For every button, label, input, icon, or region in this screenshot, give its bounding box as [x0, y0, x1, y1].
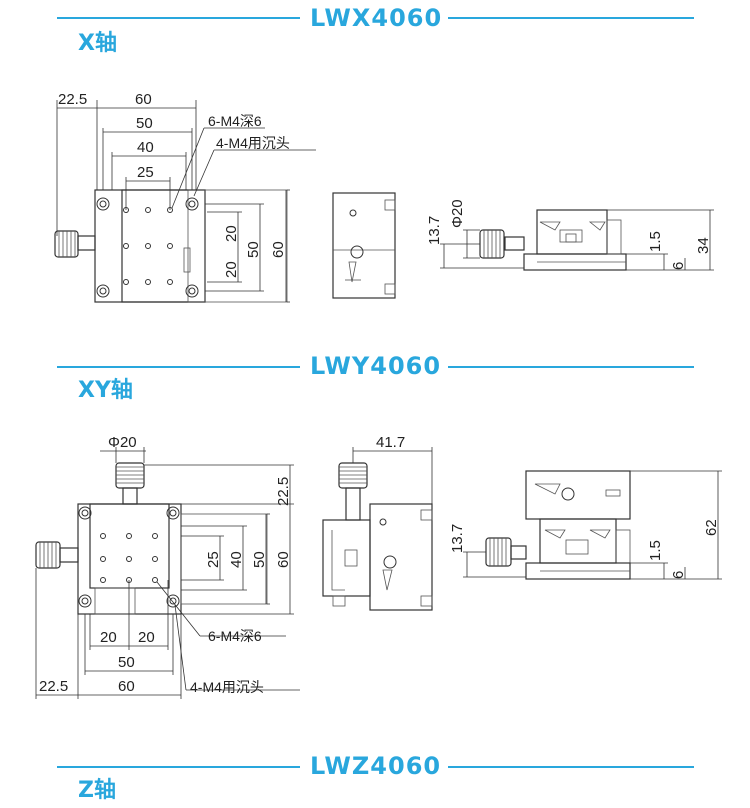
xy-side-view: 41.7 [322, 434, 433, 611]
section-rule-left-3 [57, 766, 300, 768]
x-side-view [332, 192, 396, 299]
section-rule-right-2 [448, 366, 694, 368]
xy-dim-60-side: 60 [275, 551, 292, 568]
xy-note-threaded-holes: 6-M4深6 [208, 628, 262, 644]
xy-dim-phi-20: Φ20 [108, 434, 137, 451]
xy-dim-20-right: 20 [138, 629, 155, 646]
xy-dim-1-5: 1.5 [647, 540, 664, 561]
x-dim-60-side: 60 [270, 241, 287, 258]
axis-label-1: X轴 [78, 31, 117, 56]
section-title-3: LWZ4060 [310, 752, 442, 780]
xy-front-view: 13.7 1.5 6 62 [449, 470, 722, 580]
xy-dim-22-5-top: 22.5 [275, 477, 292, 506]
x-top-view: 22.5 60 50 40 25 6-M4深6 4-M4用沉头 20 20 50… [54, 91, 316, 303]
section-rule-right-3 [448, 766, 694, 768]
x-dim-13-7: 13.7 [426, 216, 443, 245]
axis-label-2: XY轴 [78, 378, 133, 403]
xy-dim-41-7: 41.7 [376, 434, 405, 451]
x-dim-20-lower: 20 [223, 261, 240, 278]
x-dim-60: 60 [135, 91, 152, 108]
x-front-view: 13.7 Φ20 1.5 6 34 [426, 199, 714, 271]
xy-dim-50-side: 50 [251, 551, 268, 568]
section-rule-right-1 [448, 17, 694, 19]
xy-dim-60: 60 [118, 678, 135, 695]
xy-note-countersunk: 4-M4用沉头 [190, 679, 264, 695]
axis-label-3: Z轴 [78, 778, 116, 803]
xy-dim-25: 25 [205, 551, 222, 568]
xy-dim-6: 6 [670, 571, 687, 579]
x-dim-50-side: 50 [245, 241, 262, 258]
section-title-2: LWY4060 [310, 352, 442, 380]
xy-dim-13-7: 13.7 [449, 524, 466, 553]
section-rule-left-2 [57, 366, 300, 368]
x-dim-phi-20: Φ20 [449, 199, 466, 228]
xy-dim-22-5-bottom: 22.5 [39, 678, 68, 695]
section-title-1: LWX4060 [310, 4, 443, 32]
x-dim-50: 50 [136, 115, 153, 132]
xy-dim-62: 62 [703, 519, 720, 536]
x-dim-22-5: 22.5 [58, 91, 87, 108]
xy-dim-40: 40 [228, 551, 245, 568]
x-dim-40: 40 [137, 139, 154, 156]
x-dim-34: 34 [695, 237, 712, 254]
section-rule-left-1 [57, 17, 300, 19]
x-dim-6: 6 [670, 262, 687, 270]
x-dim-20-upper: 20 [223, 225, 240, 242]
x-dim-25: 25 [137, 164, 154, 181]
xy-dim-20-left: 20 [100, 629, 117, 646]
x-dim-1-5: 1.5 [647, 231, 664, 252]
x-note-countersunk: 4-M4用沉头 [216, 135, 290, 151]
x-note-threaded-holes: 6-M4深6 [208, 113, 262, 129]
xy-dim-50: 50 [118, 654, 135, 671]
xy-top-view: Φ20 22.5 25 40 50 60 20 20 50 60 22.5 6-… [35, 434, 300, 699]
